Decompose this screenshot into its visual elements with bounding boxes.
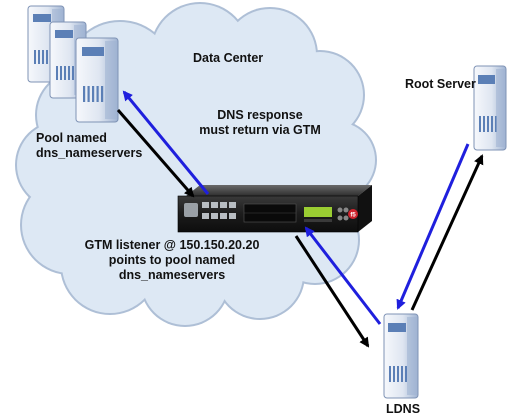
arrow-ldns-to-root xyxy=(410,154,484,311)
arrow-gtm-to-ldns xyxy=(294,235,370,348)
pool-servers xyxy=(27,5,119,123)
dns-response-line-2: must return via GTM xyxy=(199,123,321,137)
arrow-gtm-to-pool xyxy=(116,109,195,198)
network-appliance-icon: f5 xyxy=(177,185,372,233)
pool-label-line-2: dns_nameservers xyxy=(36,146,143,160)
dns-response-line-1: DNS response xyxy=(217,108,303,122)
gtm-note-line-1: GTM listener @ 150.150.20.20 xyxy=(84,238,260,252)
arrow-ldns-to-gtm xyxy=(304,226,382,325)
flow-arrows xyxy=(116,90,484,348)
ldns-label: LDNS xyxy=(386,402,421,416)
arrow-pool-to-gtm xyxy=(122,90,210,195)
gtm-note-line-3: dns_nameservers xyxy=(118,268,226,282)
pool-label-line-1: Pool named xyxy=(36,131,107,145)
dns-response-note: DNS response must return via GTM xyxy=(190,108,330,138)
root-server-icon xyxy=(473,65,507,151)
root-server-label: Root Server xyxy=(405,77,476,91)
data-center-label: Data Center xyxy=(193,51,264,65)
pool-label: Pool named dns_nameservers xyxy=(36,131,142,161)
arrow-root-to-ldns xyxy=(396,143,470,310)
gtm-listener-note: GTM listener @ 150.150.20.20 points to p… xyxy=(72,238,272,283)
gtm-note-line-2: points to pool named xyxy=(108,253,236,267)
server-tower-icon xyxy=(75,37,119,123)
ldns-server-icon xyxy=(383,313,419,399)
svg-text:f5: f5 xyxy=(350,213,356,219)
